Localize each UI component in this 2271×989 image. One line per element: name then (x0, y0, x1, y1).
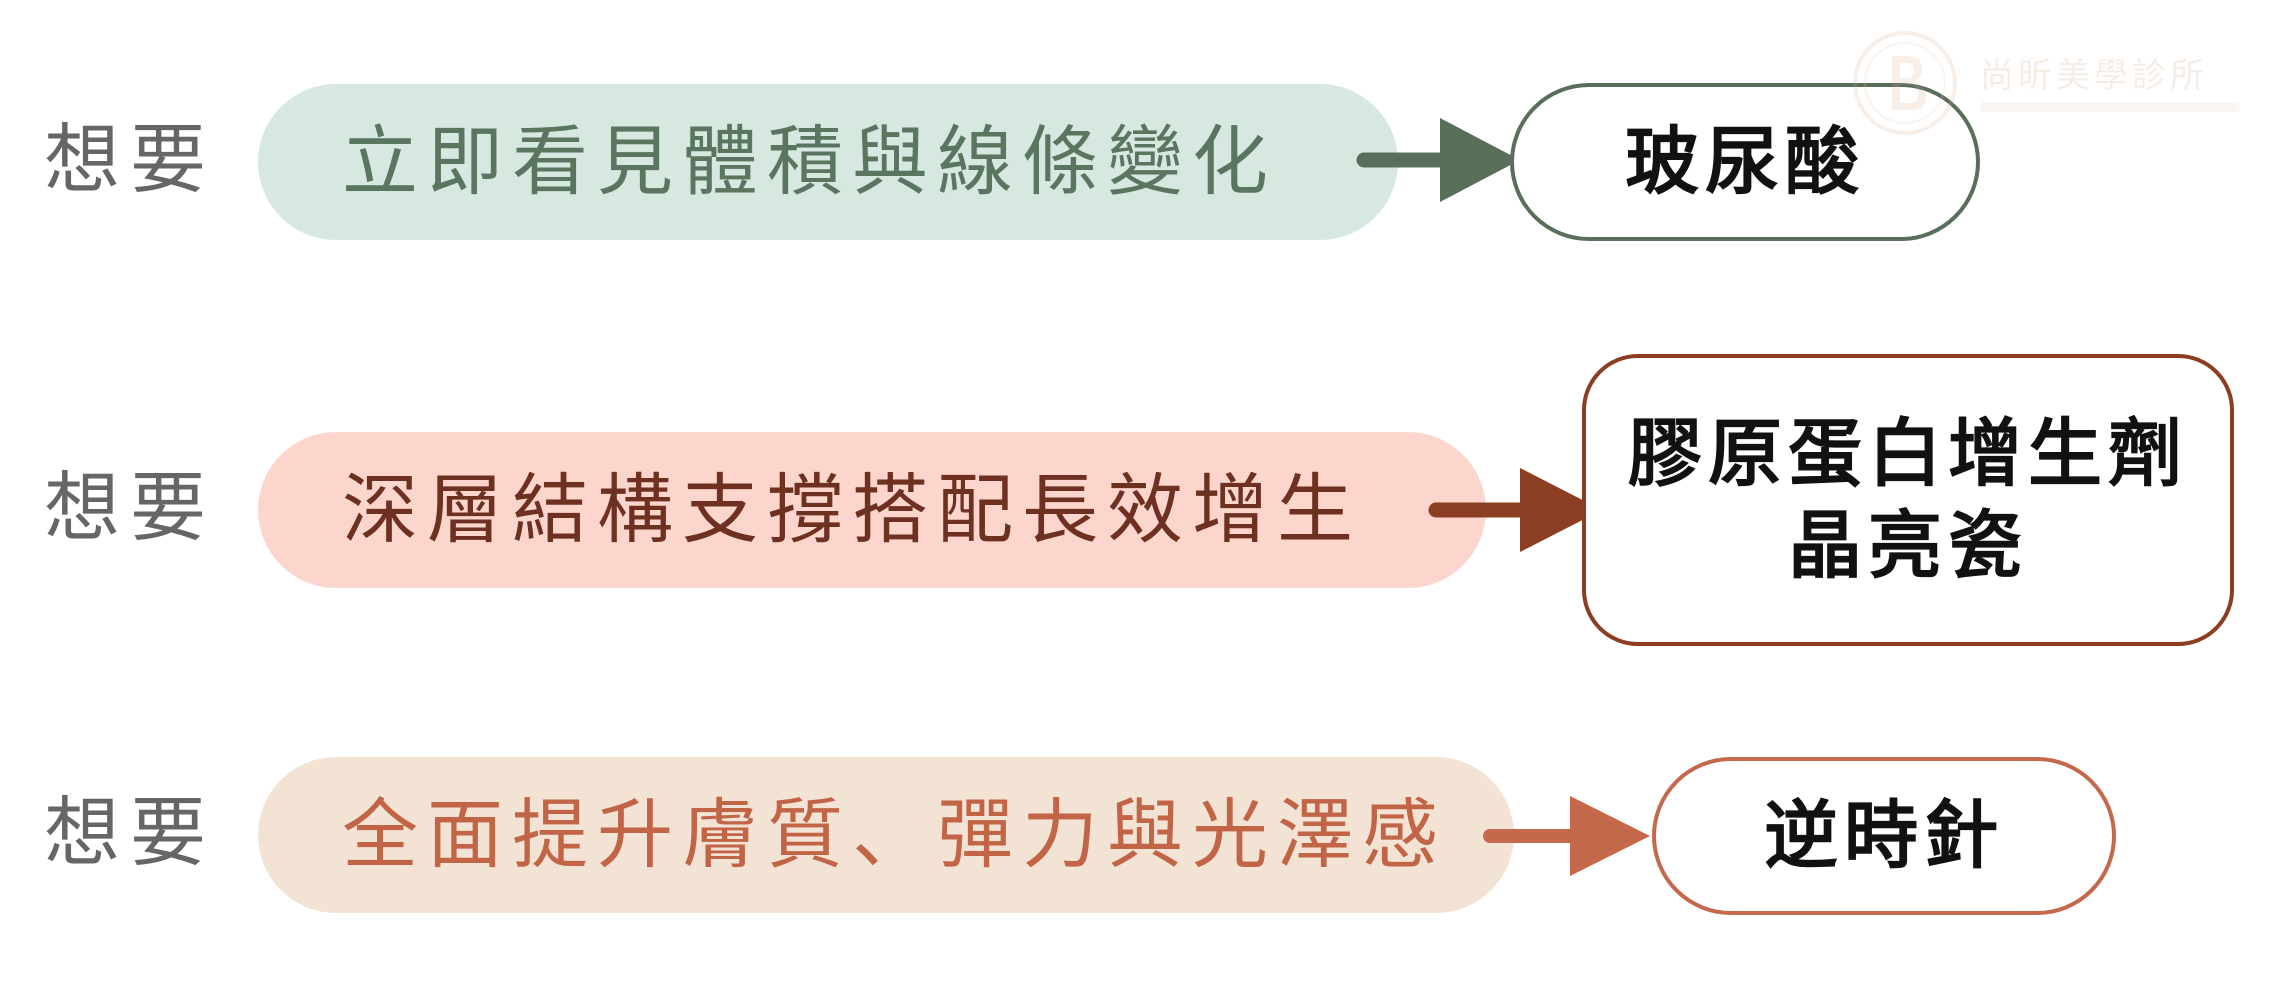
outcome-box: 逆時針 (1652, 757, 2116, 915)
outcome-text-line-2: 晶亮瓷 (1788, 503, 2028, 589)
arrow-right-icon (1428, 468, 1602, 552)
b-monogram-logo-icon (1853, 31, 1957, 135)
clinic-watermark: 尚昕美學診所 (1830, 18, 2260, 168)
want-label: 想要 (44, 115, 216, 204)
arrow-right-icon (1483, 796, 1650, 876)
outcome-text-line-1: 膠原蛋白增生劑 (1628, 410, 2188, 497)
need-text: 立即看見體積與線條變化 (342, 117, 1277, 206)
need-text: 全面提升膚質、彈力與光澤感 (342, 790, 1447, 879)
arrow-right-icon (1356, 118, 1520, 202)
outcome-text: 逆時針 (1764, 792, 2004, 879)
watermark-underline (1980, 102, 2240, 112)
need-pill: 立即看見體積與線條變化 (258, 84, 1398, 240)
need-text: 深層結構支撐搭配長效增生 (342, 465, 1362, 554)
watermark-text: 尚昕美學診所 (1980, 56, 2208, 96)
need-pill: 全面提升膚質、彈力與光澤感 (258, 757, 1514, 913)
outcome-box: 玻尿酸 (1510, 83, 1980, 241)
outcome-text: 玻尿酸 (1625, 118, 1865, 205)
want-label: 想要 (44, 788, 216, 877)
want-label: 想要 (44, 463, 216, 552)
outcome-box: 膠原蛋白增生劑 晶亮瓷 (1582, 354, 2234, 646)
need-pill: 深層結構支撐搭配長效增生 (258, 432, 1486, 588)
